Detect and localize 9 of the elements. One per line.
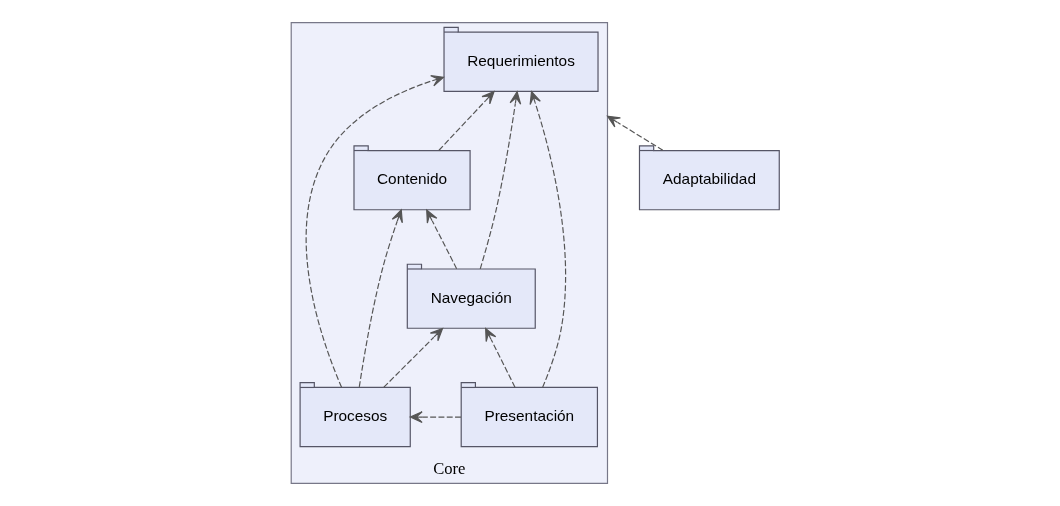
arrow: [382, 327, 443, 388]
arrow: [409, 411, 462, 423]
arrow: [529, 91, 566, 388]
arrow: [479, 91, 521, 270]
arrow: [425, 209, 457, 270]
arrow: [358, 209, 403, 388]
arrow: [437, 91, 495, 151]
arrow: [484, 327, 516, 388]
arrow: [305, 75, 444, 388]
